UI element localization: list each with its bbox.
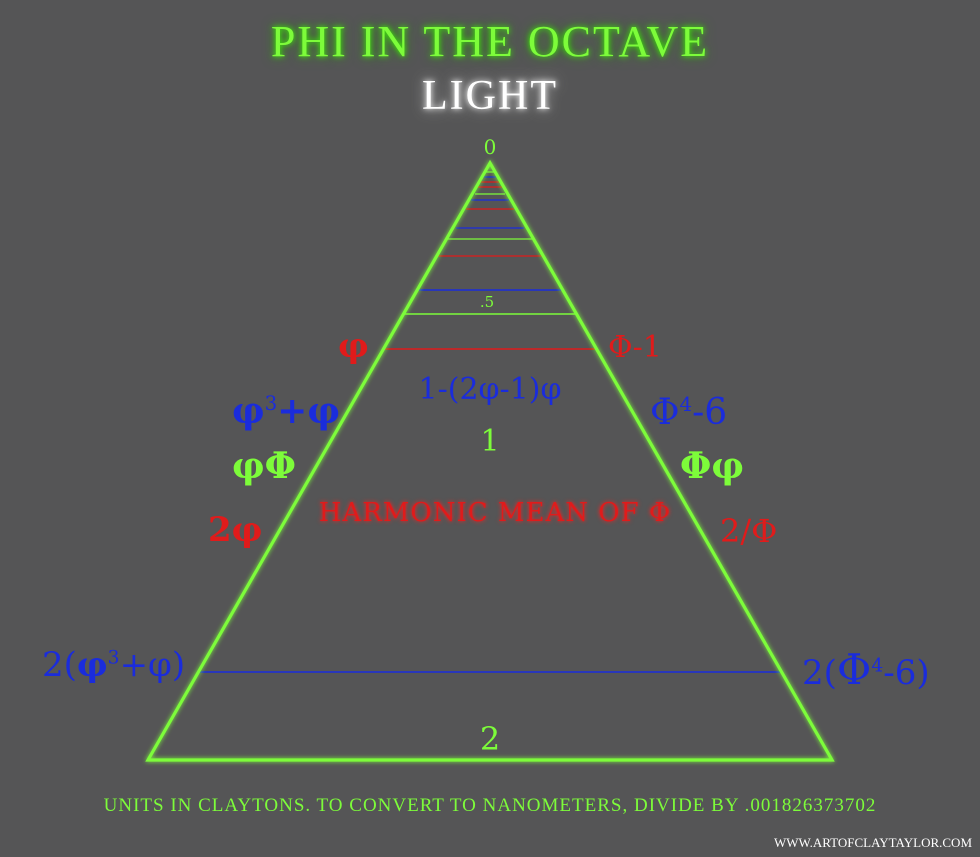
blue-formula-label: 1-(2φ-1)φ — [418, 372, 562, 407]
right-big-phi-phi-label: Φφ — [680, 445, 744, 487]
point-five-label: .5 — [479, 293, 495, 311]
harmonic-mean-label: HARMONIC MEAN OF Φ — [318, 498, 672, 528]
base-label: 2 — [479, 720, 501, 758]
left-phi-big-phi-label: φΦ — [232, 445, 296, 487]
left-double-phi-cubed-label: 2(φ3+φ) — [42, 645, 186, 685]
credit-url: WWW.ARTOFCLAYTAYLOR.COM — [773, 835, 972, 850]
apex-divisions — [383, 171, 597, 350]
left-two-phi-label: 2φ — [208, 510, 263, 550]
units-footnote: UNITS IN CLAYTONS. TO CONVERT TO NANOMET… — [103, 795, 877, 816]
apex-label: 0 — [483, 135, 497, 159]
page-subtitle: LIGHT — [422, 73, 558, 119]
right-two-over-phi-label: 2/Φ — [720, 512, 778, 550]
left-phi-cubed-plus-phi-label: φ3+φ — [232, 390, 340, 432]
right-big-phi-minus-one-label: Φ-1 — [608, 330, 662, 365]
pyramid-outline — [145, 159, 835, 762]
right-double-big-phi-label: 2(Φ4-6) — [802, 645, 930, 694]
left-phi-label: φ — [338, 326, 369, 366]
page-title: PHI IN THE OCTAVE — [270, 17, 710, 66]
right-big-phi-4-minus-6-label: Φ4-6 — [650, 392, 728, 433]
octave-one-label: 1 — [480, 424, 500, 459]
